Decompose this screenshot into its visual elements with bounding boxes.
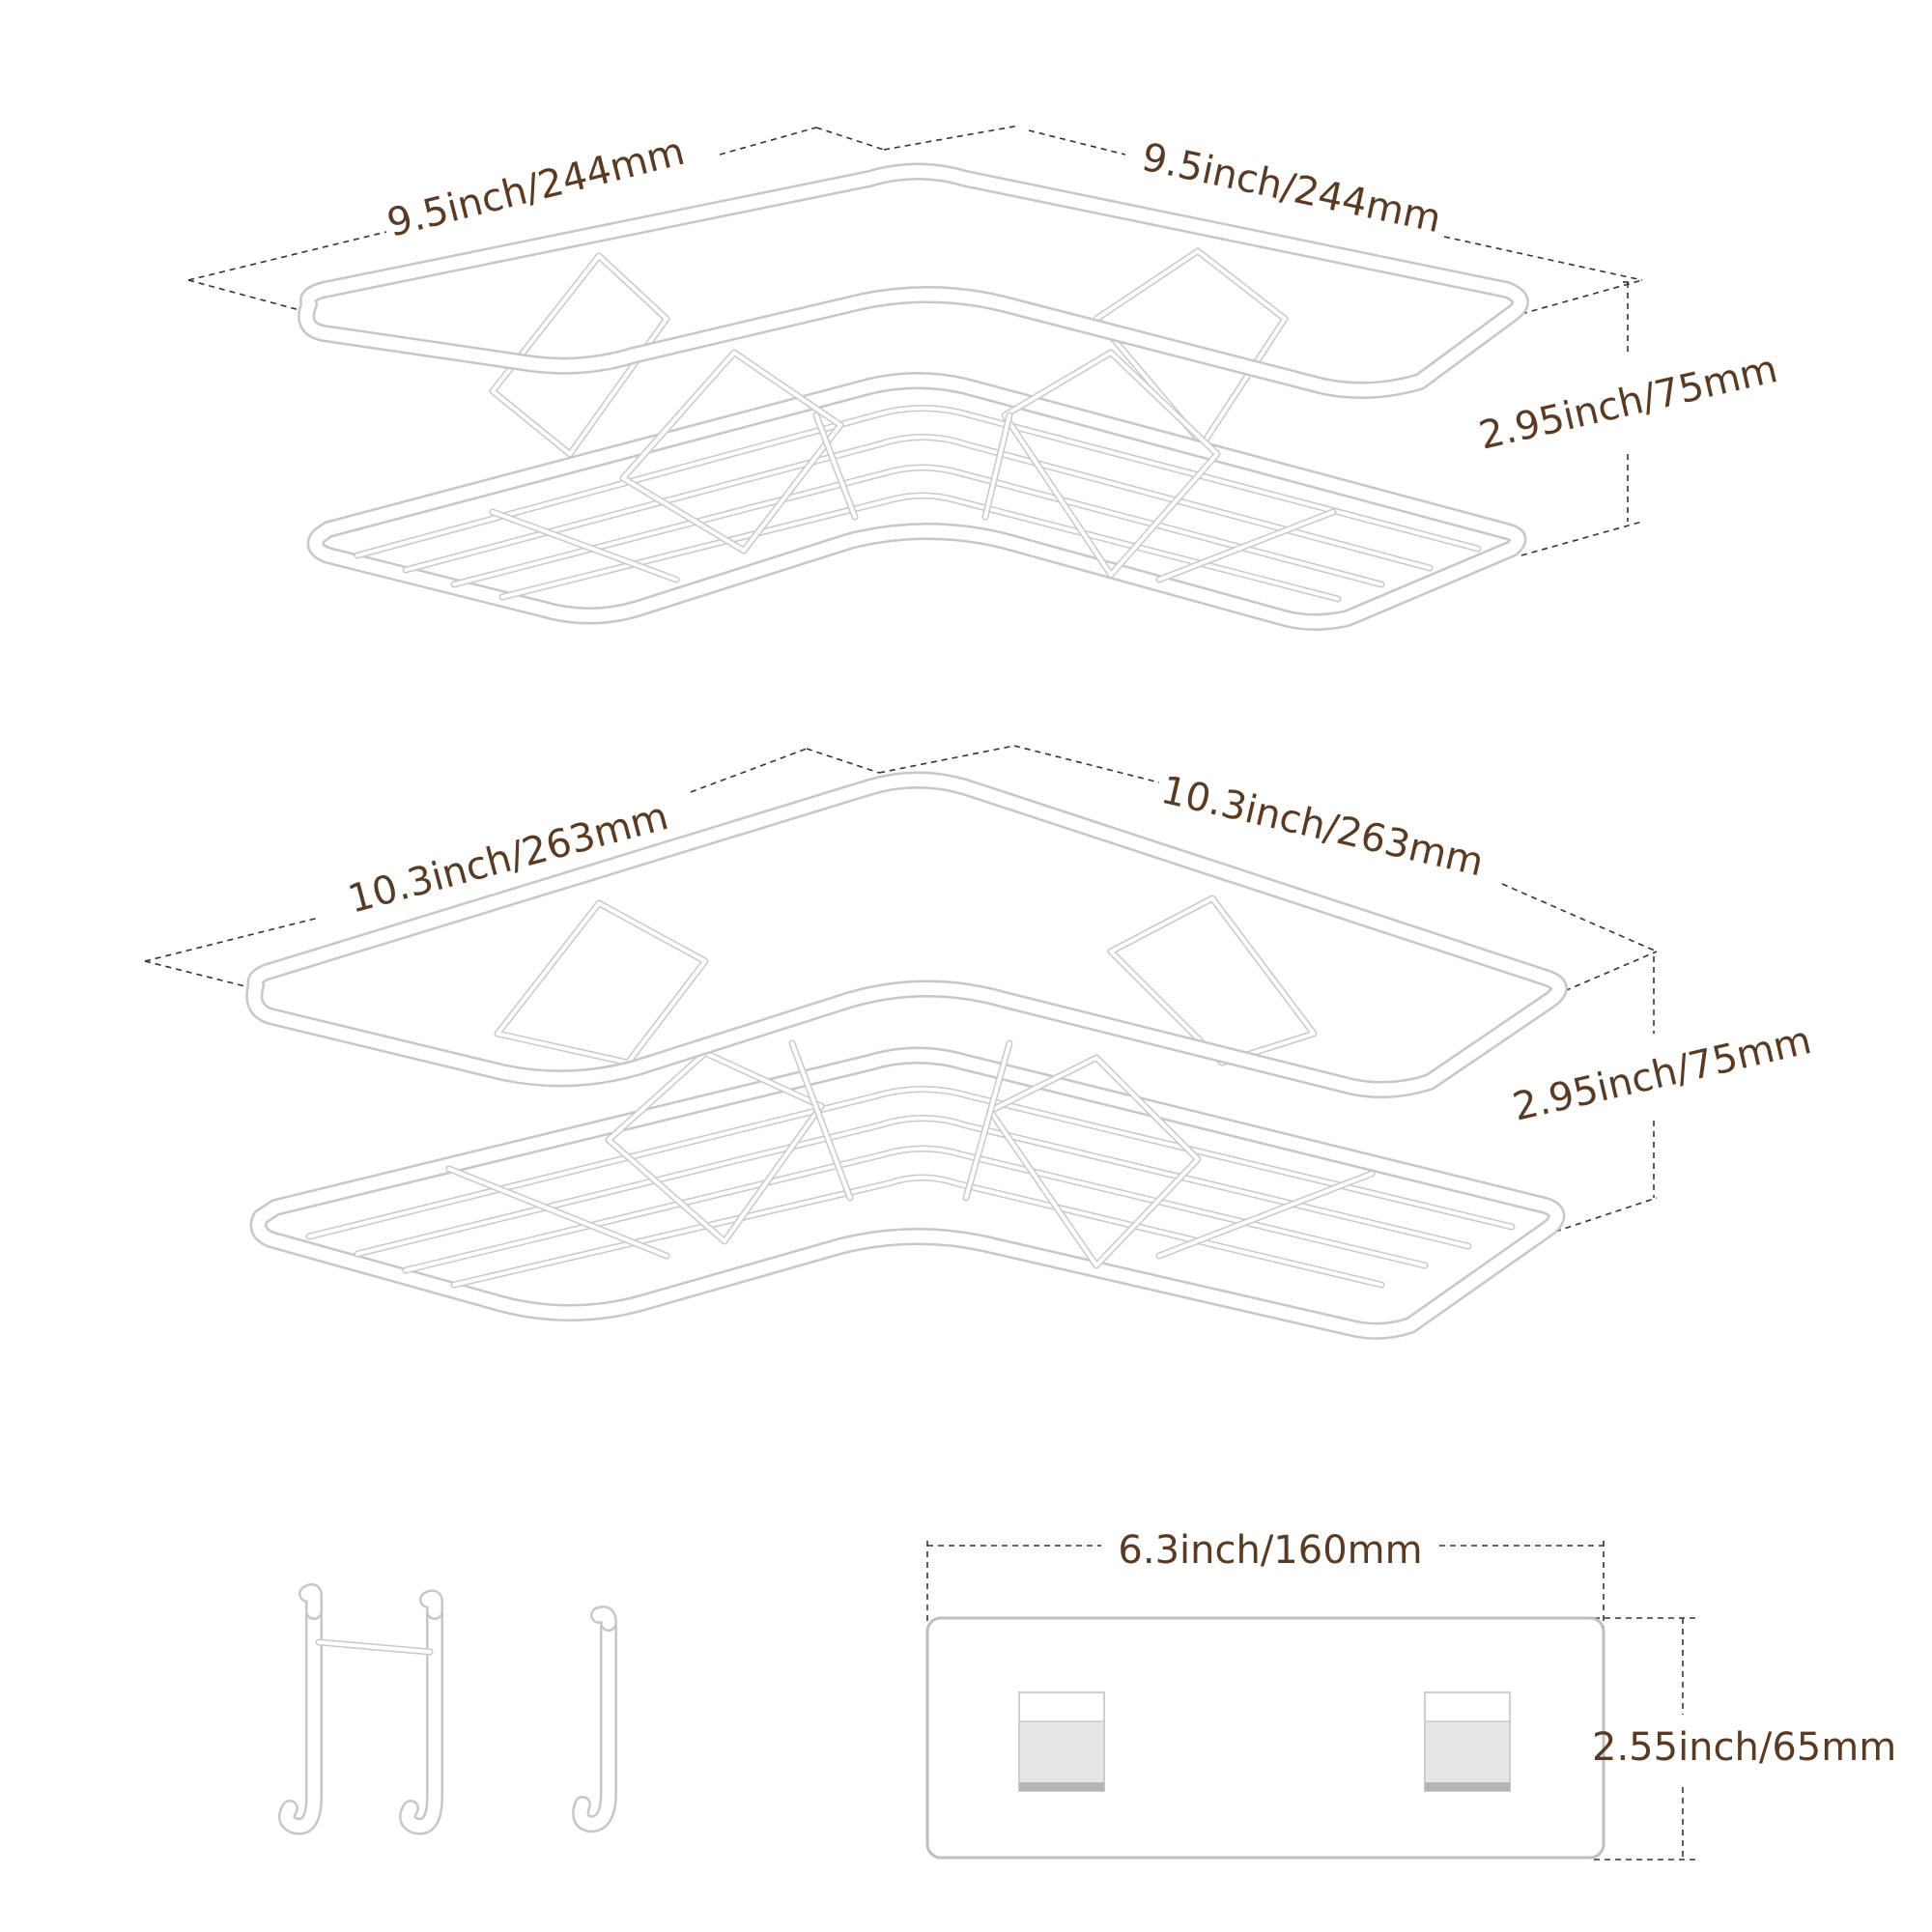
adhesive-plate: 6.3inch/160mm 2.55inch/65mm: [925, 1528, 1896, 1861]
corner-shelf-small: 9.5inch/244mm 9.5inch/244mm 2.95inch/75m…: [187, 125, 1781, 631]
plate-width-label: 6.3inch/160mm: [1118, 1528, 1422, 1573]
shelf-small-height-label: 2.95inch/75mm: [1475, 347, 1781, 459]
plate-clip-left: [1018, 1691, 1105, 1792]
adhesive-plate-body: [925, 1616, 1605, 1860]
double-hook: [278, 1582, 443, 1835]
dimension-lines-small: [187, 125, 1643, 556]
single-hook: [572, 1605, 617, 1833]
plate-height-label: 2.55inch/65mm: [1592, 1725, 1896, 1770]
plate-clip-right: [1424, 1691, 1511, 1792]
shelf-large-height-label: 2.95inch/75mm: [1509, 1018, 1815, 1130]
shelf-small-drawing: [298, 162, 1529, 631]
dimension-lines-large: [144, 745, 1658, 1233]
corner-shelf-large: 10.3inch/263mm 10.3inch/263mm 2.95inch/7…: [144, 745, 1815, 1340]
shelf-large-drawing: [245, 771, 1568, 1340]
